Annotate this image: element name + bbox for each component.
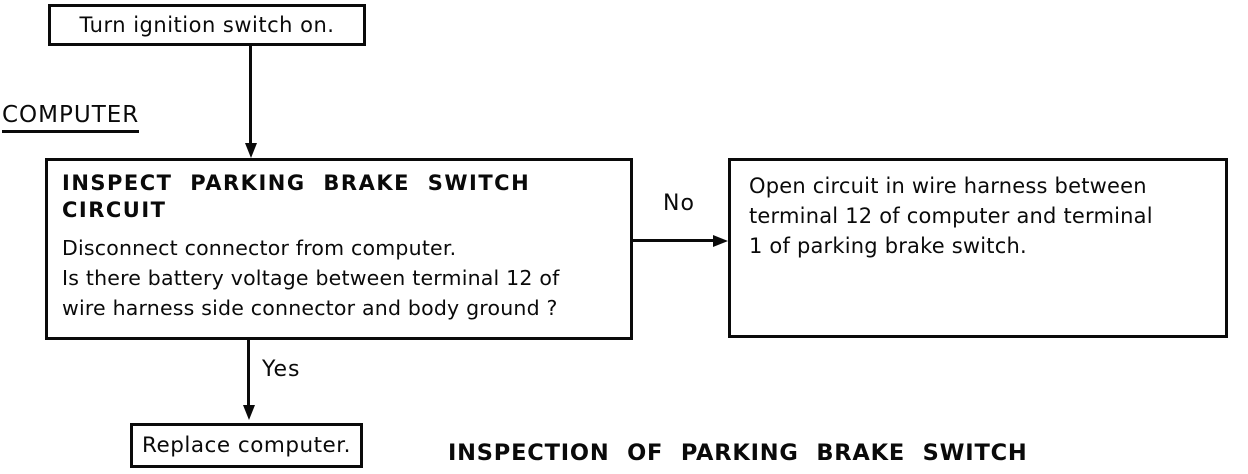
arrowhead-down-icon: [245, 143, 257, 158]
body-line: 1 of parking brake switch.: [749, 234, 1027, 258]
node-replace-computer: Replace computer.: [130, 423, 363, 468]
node-inspect-title: INSPECT PARKING BRAKE SWITCH CIRCUIT: [62, 170, 618, 224]
connector-inspect-to-open-circuit-line: [632, 239, 717, 242]
node-turn-ignition-switch: Turn ignition switch on.: [48, 4, 366, 46]
figure-caption: INSPECTION OF PARKING BRAKE SWITCH: [448, 440, 1028, 466]
node-inspect-parking-brake-switch-circuit: INSPECT PARKING BRAKE SWITCH CIRCUIT Dis…: [45, 158, 633, 340]
body-line: wire harness side connector and body gro…: [62, 296, 558, 320]
body-line: Open circuit in wire harness between: [749, 174, 1147, 198]
arrowhead-down-icon: [243, 405, 255, 420]
node-open-circuit-result: Open circuit in wire harness between ter…: [728, 158, 1228, 338]
node-open-circuit-body: Open circuit in wire harness between ter…: [749, 171, 1213, 261]
arrowhead-right-icon: [713, 235, 728, 247]
edge-label-yes: Yes: [262, 357, 301, 382]
body-line: terminal 12 of computer and terminal: [749, 204, 1153, 228]
title-line: INSPECT PARKING BRAKE SWITCH: [62, 171, 531, 195]
title-line: CIRCUIT: [62, 198, 167, 222]
body-line: Is there battery voltage between termina…: [62, 266, 560, 290]
connector-inspect-to-replace-line: [247, 340, 250, 408]
node-turn-ignition-switch-text: Turn ignition switch on.: [79, 13, 335, 37]
node-replace-computer-text: Replace computer.: [142, 433, 351, 458]
edge-label-no: No: [663, 191, 695, 216]
body-line: Disconnect connector from computer.: [62, 236, 457, 260]
section-label-computer: COMPUTER: [2, 102, 140, 133]
connector-start-to-inspect-line: [249, 45, 252, 146]
node-inspect-body: Disconnect connector from computer. Is t…: [62, 233, 618, 323]
